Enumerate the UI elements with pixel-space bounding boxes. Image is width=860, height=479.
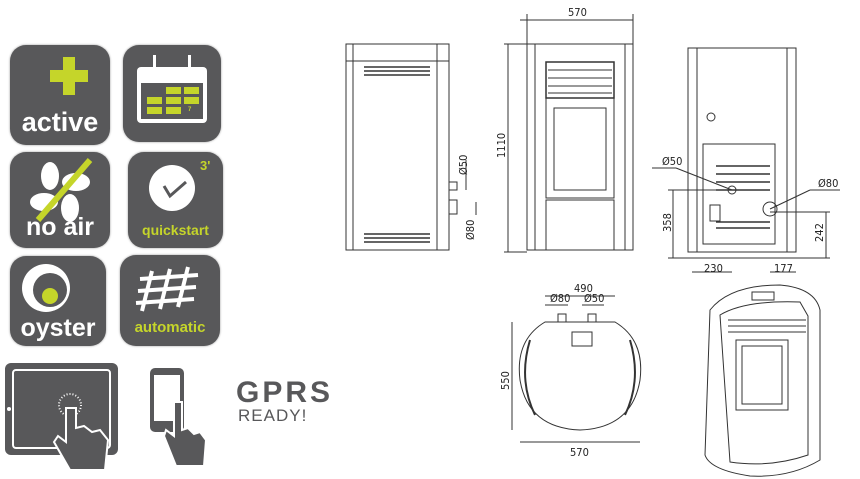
heat-grid-icon	[135, 266, 199, 312]
front-height-label: 1110	[495, 133, 508, 158]
gprs-ready-logo: GPRS READY!	[236, 376, 334, 425]
feature-automatic-tile: automatic	[120, 255, 220, 346]
top-view-drawing	[511, 295, 642, 443]
clock-icon	[149, 165, 195, 211]
feature-calendar-tile: 7	[123, 45, 221, 142]
feature-quickstart-label: quickstart	[142, 222, 209, 238]
rear-d50-label: Ø50	[662, 155, 682, 168]
front-width-label: 570	[568, 6, 587, 19]
top-d50-label: Ø50	[584, 292, 604, 305]
feature-quickstart-tile: 3' quickstart	[128, 152, 223, 248]
top-d80-label: Ø80	[550, 292, 570, 305]
feature-oyster-label: oyster	[20, 314, 96, 342]
feature-active-label: active	[21, 107, 99, 137]
gprs-text: GPRS	[236, 376, 334, 409]
rear-358-label: 358	[661, 213, 674, 232]
top-570-label: 570	[570, 446, 589, 459]
oyster-icon	[22, 264, 70, 312]
top-550-label: 550	[499, 371, 512, 390]
rear-view-drawing	[652, 47, 840, 273]
feature-no-air-tile: no air	[10, 152, 110, 248]
phone-touch-icon	[150, 368, 208, 467]
ready-text: READY!	[238, 406, 308, 425]
rear-230-label: 230	[704, 262, 723, 275]
side-d50-label: Ø50	[457, 155, 470, 175]
stove-3d-drawing	[704, 284, 821, 477]
calendar-icon	[137, 55, 207, 123]
rear-d80-label: Ø80	[818, 177, 838, 190]
side-d80-label: Ø80	[464, 220, 477, 240]
top-490-label: 490	[574, 282, 593, 295]
front-view-drawing	[504, 14, 634, 253]
feature-no-air-label: no air	[25, 213, 95, 241]
feature-automatic-label: automatic	[134, 319, 206, 336]
feature-active-tile: active	[10, 45, 110, 145]
fan-crossed-icon	[30, 158, 93, 222]
calendar-day: 7	[188, 107, 192, 113]
side-view-drawing	[345, 43, 477, 251]
feature-oyster-tile: oyster	[10, 256, 106, 346]
plus-icon	[50, 57, 88, 95]
tablet-touch-icon	[5, 363, 118, 471]
rear-242-label: 242	[813, 223, 826, 242]
quickstart-time: 3'	[200, 158, 211, 173]
rear-177-label: 177	[774, 262, 793, 275]
